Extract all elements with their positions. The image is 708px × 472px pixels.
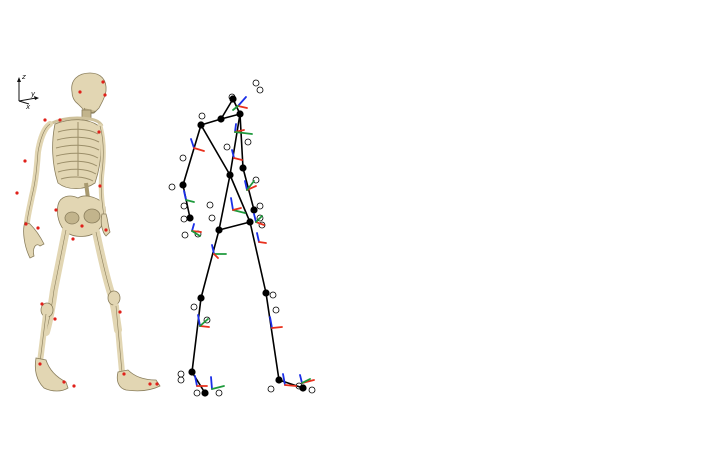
- frame-thigh-left: [211, 244, 227, 259]
- frame-foot-right: [282, 373, 315, 387]
- skull: [71, 72, 107, 114]
- frame-pelvis: [230, 197, 246, 214]
- frame-head: [232, 96, 248, 111]
- frame-upperarm-right: [231, 149, 243, 161]
- segments: [182, 98, 304, 394]
- axis-x-label: x: [25, 103, 31, 111]
- skeleton-markers: [15, 80, 159, 388]
- kinematic-model: [168, 79, 316, 397]
- frame-forearm-left: [183, 190, 195, 203]
- frame-thorax: [234, 123, 253, 135]
- frame-hand-right: [253, 213, 265, 226]
- frame-shank-left: [197, 314, 210, 328]
- frame-foot-left: [194, 375, 225, 390]
- segment-frames: [183, 96, 315, 390]
- frame-shank-right: [269, 316, 283, 329]
- frame-forearm-right: [244, 180, 257, 191]
- frame-upperarm-left: [190, 138, 205, 152]
- right-foot: [116, 369, 161, 392]
- joints: [179, 95, 307, 397]
- left-foot: [34, 357, 69, 392]
- frame-thigh-right: [256, 232, 267, 244]
- open-markers: [168, 79, 316, 397]
- frame-hand-left: [191, 223, 202, 237]
- axis-z-label: z: [21, 73, 26, 81]
- axis-y-label: y: [30, 90, 36, 98]
- skeleton-model: [23, 72, 161, 392]
- rib-cage: [52, 119, 102, 190]
- axis-triad: z y x: [17, 73, 39, 111]
